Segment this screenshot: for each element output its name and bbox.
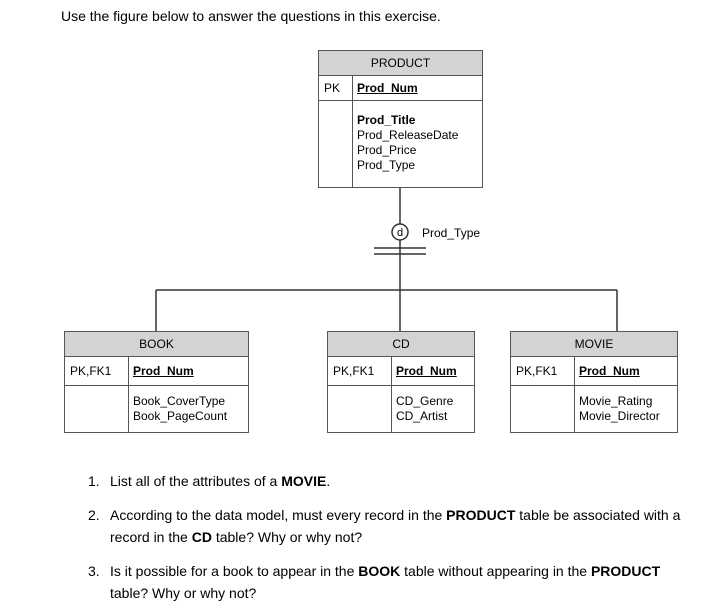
movie-entity-name: MOVIE	[511, 332, 677, 357]
product-attr: Prod_Title	[357, 113, 416, 127]
question-item: 2. According to the data model, must eve…	[88, 504, 688, 548]
movie-attr: Movie_Rating	[579, 394, 653, 408]
connector-lines: d	[155, 186, 618, 331]
question-item: 3. Is it possible for a book to appear i…	[88, 560, 688, 604]
movie-entity: MOVIE PK,FK1 Prod_Num Movie_Rating Movie…	[510, 331, 678, 433]
book-key-attr: Prod_Num	[133, 364, 194, 378]
question-text: List all of the attributes of a MOVIE.	[110, 473, 331, 489]
cd-attr: CD_Artist	[396, 409, 448, 423]
book-attr: Book_CoverType	[133, 394, 226, 408]
cd-key-label: PK,FK1	[328, 357, 392, 385]
question-item: 1. List all of the attributes of a MOVIE…	[88, 470, 688, 492]
question-text: Is it possible for a book to appear in t…	[110, 563, 661, 601]
question-number: 3.	[88, 563, 100, 579]
book-entity: BOOK PK,FK1 Prod_Num Book_CoverType Book…	[64, 331, 249, 433]
discriminator-symbol: d	[397, 227, 403, 239]
question-number: 2.	[88, 507, 100, 523]
discriminator-label: Prod_Type	[422, 226, 481, 240]
product-key-label: PK	[319, 76, 353, 100]
cd-entity: CD PK,FK1 Prod_Num CD_Genre CD_Artist	[327, 331, 475, 433]
product-entity-name: PRODUCT	[319, 51, 482, 76]
book-attr: Book_PageCount	[133, 409, 228, 423]
product-key-attr: Prod_Num	[357, 81, 418, 95]
cd-entity-name: CD	[328, 332, 474, 357]
question-text: According to the data model, must every …	[110, 507, 681, 545]
movie-attr: Movie_Director	[579, 409, 660, 423]
product-attr: Prod_Price	[357, 143, 417, 157]
book-key-label: PK,FK1	[65, 357, 129, 385]
movie-key-label: PK,FK1	[511, 357, 575, 385]
cd-key-attr: Prod_Num	[396, 364, 457, 378]
instructions-text: Use the figure below to answer the quest…	[61, 8, 441, 24]
product-attr: Prod_ReleaseDate	[357, 128, 459, 142]
book-entity-name: BOOK	[65, 332, 248, 357]
question-list: 1. List all of the attributes of a MOVIE…	[88, 470, 688, 616]
product-attr: Prod_Type	[357, 158, 416, 172]
question-number: 1.	[88, 473, 100, 489]
cd-attr: CD_Genre	[396, 394, 454, 408]
product-entity: PRODUCT PK Prod_Num Prod_Title Prod_Rele…	[318, 50, 483, 188]
movie-key-attr: Prod_Num	[579, 364, 640, 378]
